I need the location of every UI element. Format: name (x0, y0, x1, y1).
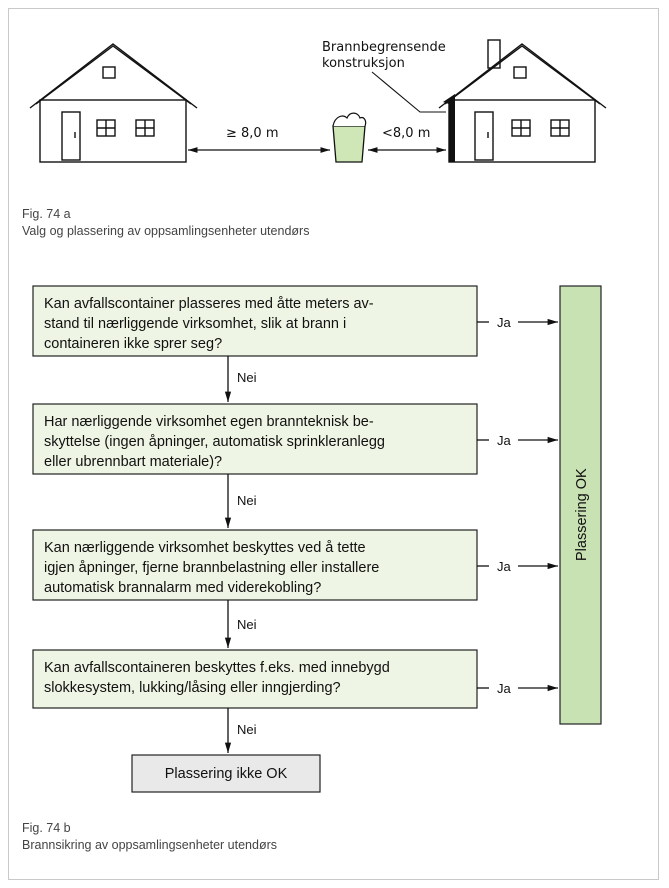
yes-label-2: Ja (497, 433, 512, 448)
q3-line3: automatisk brannalarm med viderekobling? (44, 580, 321, 596)
q4-line2: slokkesystem, lukking/låsing eller inngj… (44, 680, 341, 696)
q2-line2: skyttelse (ingen åpninger, automatisk sp… (44, 434, 385, 450)
fire-wall (443, 94, 455, 162)
question-box-1 (32, 285, 478, 357)
q3-line2: igjen åpninger, fjerne brannbelastning e… (44, 560, 379, 576)
no-label-2: Nei (237, 493, 257, 508)
result-not-ok-label: Plassering ikke OK (165, 766, 288, 782)
wall-label-line2: konstruksjon (322, 56, 405, 71)
question-box-3 (32, 529, 478, 601)
caption-fig-74a: Fig. 74 a Valg og plassering av oppsamli… (22, 206, 309, 240)
no-label-3: Nei (237, 617, 257, 632)
caption-fig-74a-number: Fig. 74 a (22, 207, 71, 221)
no-label-4: Nei (237, 722, 257, 737)
yes-label-4: Ja (497, 681, 512, 696)
yes-label-3: Ja (497, 559, 512, 574)
caption-fig-74b: Fig. 74 b Brannsikring av oppsamlingsenh… (22, 820, 277, 854)
waste-container-icon (332, 112, 367, 163)
result-not-ok-box (131, 754, 321, 793)
distance-right-label: <8,0 m (382, 126, 430, 141)
q2-line1: Har nærliggende virksomhet egen branntek… (44, 414, 374, 430)
q2-line3: eller ubrennbart materiale)? (44, 454, 222, 470)
wall-leader-line (371, 71, 446, 113)
result-ok-box (559, 285, 602, 725)
result-ok-label: Plassering OK (574, 468, 590, 561)
no-label-1: Nei (237, 370, 257, 385)
wall-label-line1: Brannbegrensende (322, 40, 446, 55)
question-box-2 (32, 403, 478, 475)
caption-fig-74a-text: Valg og plassering av oppsamlingsenheter… (22, 224, 310, 238)
caption-fig-74b-text: Brannsikring av oppsamlingsenheter utend… (22, 838, 277, 852)
right-house (438, 39, 607, 163)
caption-fig-74b-number: Fig. 74 b (22, 821, 71, 835)
yes-label-1: Ja (497, 315, 512, 330)
left-house (29, 43, 198, 163)
q1-line1: Kan avfallscontainer plasseres med åtte … (44, 296, 374, 312)
q1-line2: stand til nærliggende virksomhet, slik a… (44, 316, 346, 332)
q1-line3: containeren ikke sprer seg? (44, 336, 222, 352)
distance-left-label: ≥ 8,0 m (226, 126, 279, 141)
q4-line1: Kan avfallscontaineren beskyttes f.eks. … (44, 660, 390, 676)
question-box-4 (32, 649, 478, 709)
q3-line1: Kan nærliggende virksomhet beskyttes ved… (44, 540, 366, 556)
